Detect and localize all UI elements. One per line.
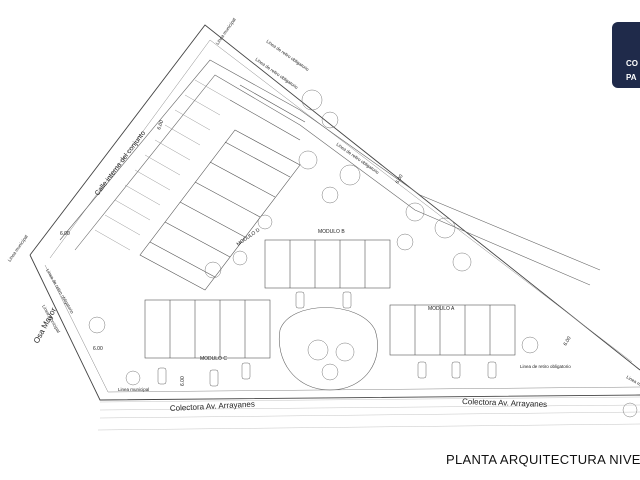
dimension-label: 6.00	[93, 346, 103, 352]
housing-row-left	[139, 84, 306, 291]
badge-line-1: CO	[626, 59, 638, 68]
module-a-label: MODULO A	[428, 306, 455, 312]
label-linea-municipal-right: Linea municipal	[626, 375, 640, 395]
parking-stalls	[94, 79, 231, 251]
street-calle-interna: Calle interna del conjunto	[94, 130, 147, 197]
street-colectora-left: Colectora Av. Arrayanes	[170, 400, 255, 413]
dimension-label: 6.00	[395, 173, 405, 185]
trees	[88, 89, 638, 418]
sidewalk-hatch	[97, 396, 640, 431]
plan-title: PLANTA ARQUITECTURA NIVE	[446, 452, 640, 467]
badge-line-2: PA	[626, 73, 637, 82]
label-linea-retiro-right: Linea de retiro obligatorio	[520, 364, 571, 369]
street-colectora-right: Colectora Av. Arrayanes	[462, 397, 547, 409]
dimension-label: 6.00	[156, 119, 165, 130]
internal-road	[59, 59, 601, 391]
dimension-label: 6.00	[180, 376, 186, 386]
dimension-label: 6.00	[60, 231, 70, 237]
module-b-label: MODULO B	[318, 229, 345, 235]
module-d-label: MODULO D	[236, 227, 262, 248]
module-blocks	[144, 239, 516, 359]
parking-cars	[157, 291, 497, 387]
corner-badge: CO PA	[612, 22, 640, 88]
label-linea-municipal-left: Linea municipal	[7, 234, 29, 262]
site-boundary	[29, 24, 640, 401]
module-c-label: MODULO C	[200, 356, 227, 362]
dimension-label: 6.00	[563, 335, 573, 347]
label-linea-municipal-bottom: Linea municipal	[118, 387, 149, 392]
